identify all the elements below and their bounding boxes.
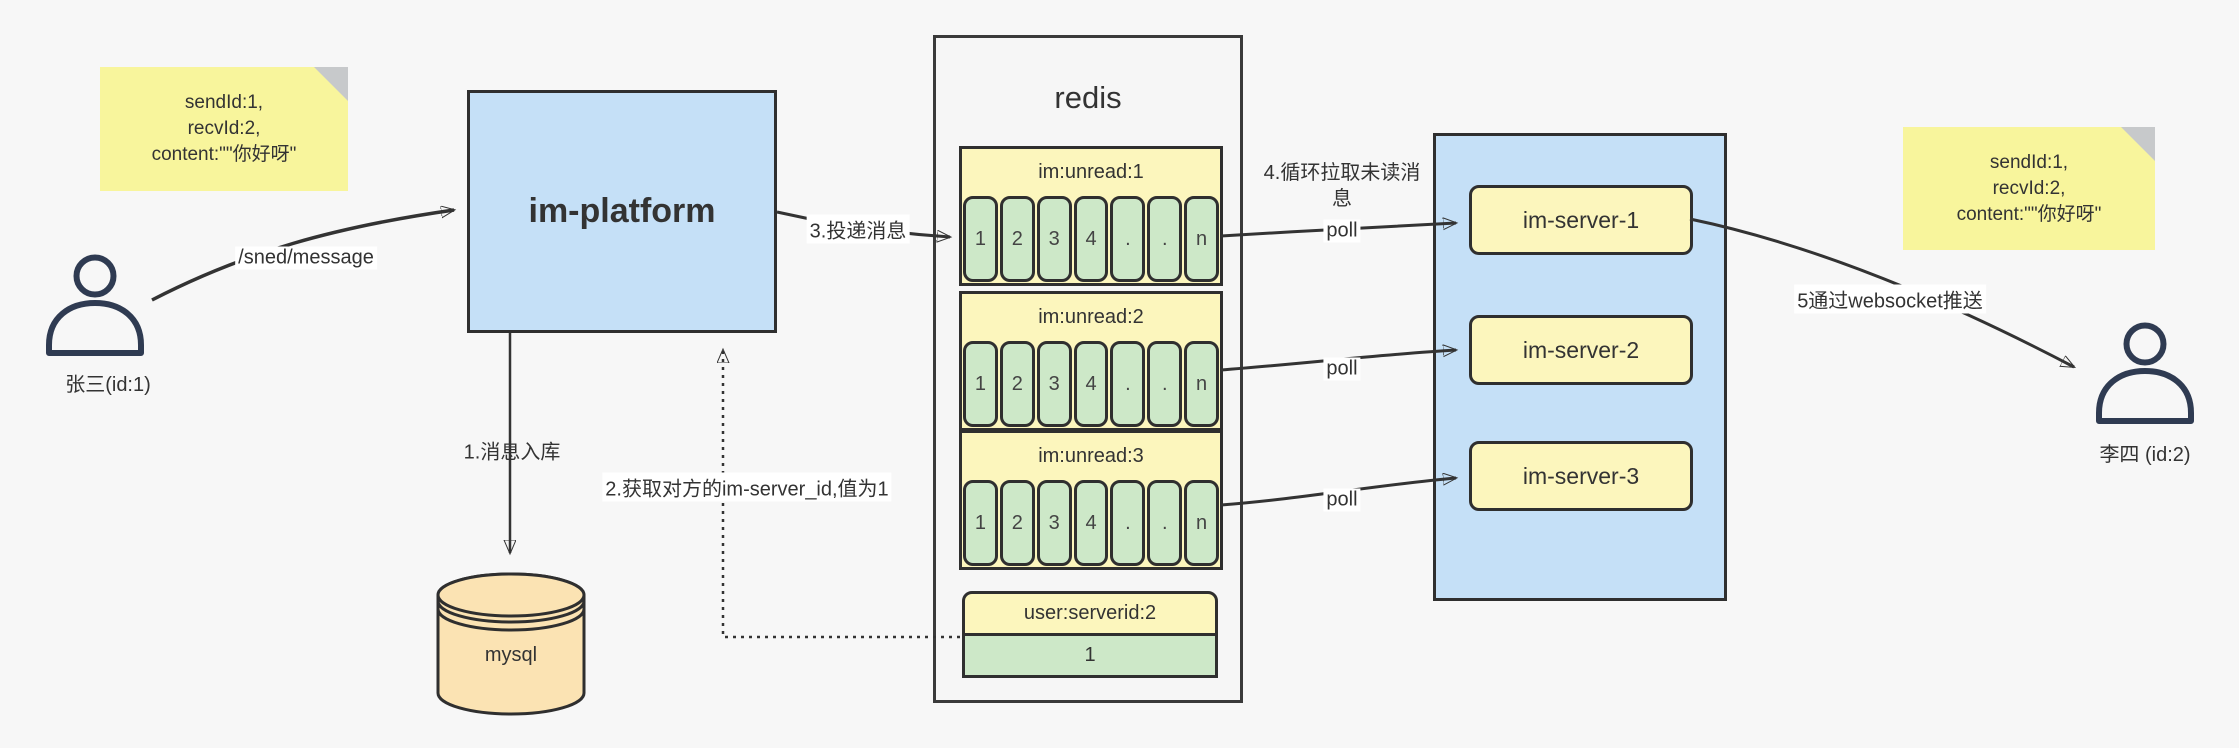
edge-send-message: [151, 210, 454, 302]
queue-cell: 4: [1073, 196, 1109, 282]
queue-cell: .: [1110, 196, 1146, 282]
queue-unread-1: im:unread:1 1 2 3 4 . . n: [959, 146, 1223, 286]
queue-cell: 2: [999, 196, 1035, 282]
edge-label-poll-3: poll: [1323, 488, 1361, 512]
queue-cell: 3: [1036, 480, 1072, 566]
edge-label-poll-2: poll: [1323, 357, 1361, 381]
queue-cell: n: [1184, 196, 1220, 282]
im-platform-node: im-platform: [467, 90, 777, 333]
queue-header: im:unread:1: [1038, 161, 1144, 183]
mysql-label: mysql: [484, 644, 538, 666]
user-icon: [2096, 322, 2194, 424]
queue-header: im:unread:3: [1038, 445, 1144, 467]
im-server-3-node: im-server-3: [1469, 441, 1693, 511]
queue-cell: .: [1147, 196, 1183, 282]
edge-label-step3: 3.投递消息: [806, 214, 910, 244]
sticky-note-right: sendId:1, recvId:2, content:""你好呀": [1903, 127, 2155, 250]
queue-cell: .: [1110, 341, 1146, 427]
actor-sender-label: 张三(id:1): [65, 374, 151, 396]
note-fold-icon: [314, 67, 348, 101]
edge-websocket-push: [1689, 217, 2074, 369]
im-server-3-label: im-server-3: [1522, 462, 1640, 489]
actor-sender: [40, 251, 150, 361]
actor-receiver-label: 李四 (id:2): [2099, 444, 2191, 466]
database-cylinder-icon: [436, 572, 586, 716]
edge-label-step5: 5通过websocket推送: [1794, 284, 1986, 314]
edge-label-step2: 2.获取对方的im-server_id,值为1: [602, 472, 892, 502]
queue-cell: .: [1147, 480, 1183, 566]
im-server-2-label: im-server-2: [1522, 336, 1640, 363]
im-platform-label: im-platform: [528, 192, 716, 230]
edge-label-poll-1: poll: [1323, 219, 1361, 243]
queue-cell: 1: [963, 480, 998, 566]
queue-cell: 2: [999, 480, 1035, 566]
mysql-node: [435, 570, 587, 723]
edge-label-step4: 4.循环拉取未读消息: [1263, 162, 1421, 210]
queue-unread-2: im:unread:2 1 2 3 4 . . n: [959, 291, 1223, 431]
queue-cell: .: [1110, 480, 1146, 566]
user-serverid-value: 1: [962, 633, 1218, 678]
im-server-2-node: im-server-2: [1469, 315, 1693, 385]
queue-cell: 3: [1036, 196, 1072, 282]
queue-cell: .: [1147, 341, 1183, 427]
edge-label-step1: 1.消息入库: [463, 441, 561, 464]
queue-header: im:unread:2: [1038, 306, 1144, 328]
queue-cell: 1: [963, 341, 998, 427]
im-server-1-label: im-server-1: [1522, 206, 1640, 233]
queue-cell: n: [1184, 480, 1220, 566]
user-icon: [46, 254, 144, 356]
queue-unread-3: im:unread:3 1 2 3 4 . . n: [959, 430, 1223, 570]
queue-cell: 2: [999, 341, 1035, 427]
im-server-1-node: im-server-1: [1469, 185, 1693, 255]
queue-cell: n: [1184, 341, 1220, 427]
queue-cell: 4: [1073, 341, 1109, 427]
queue-cell: 1: [963, 196, 998, 282]
queue-cell: 4: [1073, 480, 1109, 566]
note-text: sendId:1, recvId:2, content:""你好呀": [151, 92, 297, 165]
queue-cells: 1 2 3 4 . . n: [962, 341, 1220, 427]
edge-label-send-api: /sned/message: [235, 246, 377, 270]
im-server-group: im-server-1 im-server-2 im-server-3: [1433, 133, 1727, 601]
queue-cells: 1 2 3 4 . . n: [962, 480, 1220, 566]
note-text: sendId:1, recvId:2, content:""你好呀": [1956, 151, 2102, 225]
note-fold-icon: [2121, 127, 2155, 161]
actor-receiver: [2090, 319, 2200, 429]
redis-container: redis im:unread:1 1 2 3 4 . . n im:unrea…: [933, 35, 1243, 703]
user-serverid-block: user:serverid:2 1: [962, 591, 1218, 678]
queue-cells: 1 2 3 4 . . n: [962, 196, 1220, 282]
sticky-note-left: sendId:1, recvId:2, content:""你好呀": [100, 67, 348, 191]
redis-title: redis: [1054, 80, 1122, 115]
queue-cell: 3: [1036, 341, 1072, 427]
